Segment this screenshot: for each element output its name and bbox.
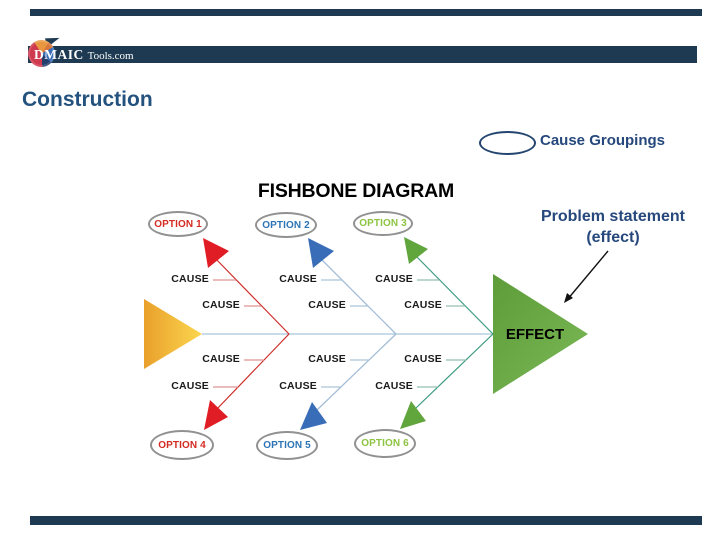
cause-label: CAUSE [308,299,346,311]
cause-label: CAUSE [375,273,413,285]
arrowhead-top-blue [308,238,334,268]
option-ellipse-1: OPTION 1 [148,211,208,237]
arrowhead-top-red [203,238,229,268]
diagram-title: FISHBONE DIAGRAM [257,180,455,202]
slide-top-border [30,9,702,16]
head-triangle [144,299,202,369]
logo-text: DMAIC Tools.com [34,47,134,63]
bone-top-red [213,256,290,335]
arrowhead-bottom-blue [300,402,327,430]
option-label-4: OPTION 4 [158,439,206,451]
cause-label: CAUSE [404,299,442,311]
effect-triangle [493,274,588,394]
option-ellipse-5: OPTION 5 [256,431,318,460]
slide-bottom-border [30,516,702,525]
legend-label: Cause Groupings [540,132,666,149]
arrowhead-top-green [404,237,428,264]
option-ellipse-6: OPTION 6 [354,429,416,458]
logo-text-suffix: Tools.com [87,50,134,62]
arrowhead-bottom-red [204,400,228,430]
header-bar [28,46,697,63]
cause-label: CAUSE [404,353,442,365]
page-title: Construction [22,88,153,111]
option-ellipse-4: OPTION 4 [150,430,214,460]
option-label-5: OPTION 5 [263,440,311,451]
cause-label: CAUSE [279,380,317,392]
bone-bottom-green [415,333,494,409]
logo-text-main: DMAIC [34,47,84,62]
bone-top-green [414,254,494,335]
cause-label: CAUSE [308,353,346,365]
cause-label: CAUSE [375,380,413,392]
dmaic-logo-icon [28,40,55,67]
option-ellipse-3: OPTION 3 [353,211,413,236]
problem-statement-line1: Problem statement [540,208,686,225]
cause-label: CAUSE [171,273,209,285]
cause-label: CAUSE [202,299,240,311]
option-label-2: OPTION 2 [262,219,310,231]
problem-statement-line2: (effect) [586,229,640,246]
cause-grouping-ellipse-icon [479,131,536,155]
bone-top-blue [318,256,397,335]
option-label-1: OPTION 1 [154,218,202,230]
problem-statement-annotation: Problem statement (effect) [520,206,706,248]
bone-bottom-blue [316,333,397,411]
option-label-3: OPTION 3 [359,218,407,229]
arrowhead-bottom-green [400,401,426,429]
cause-label: CAUSE [171,380,209,392]
annotation-arrow-line [566,250,609,301]
cause-label: CAUSE [279,273,317,285]
cause-label: CAUSE [202,353,240,365]
option-label-6: OPTION 6 [361,438,409,449]
annotation-arrow-head [564,293,573,303]
effect-label: EFFECT [505,326,565,343]
bone-bottom-red [215,333,290,411]
option-ellipse-2: OPTION 2 [255,212,317,238]
